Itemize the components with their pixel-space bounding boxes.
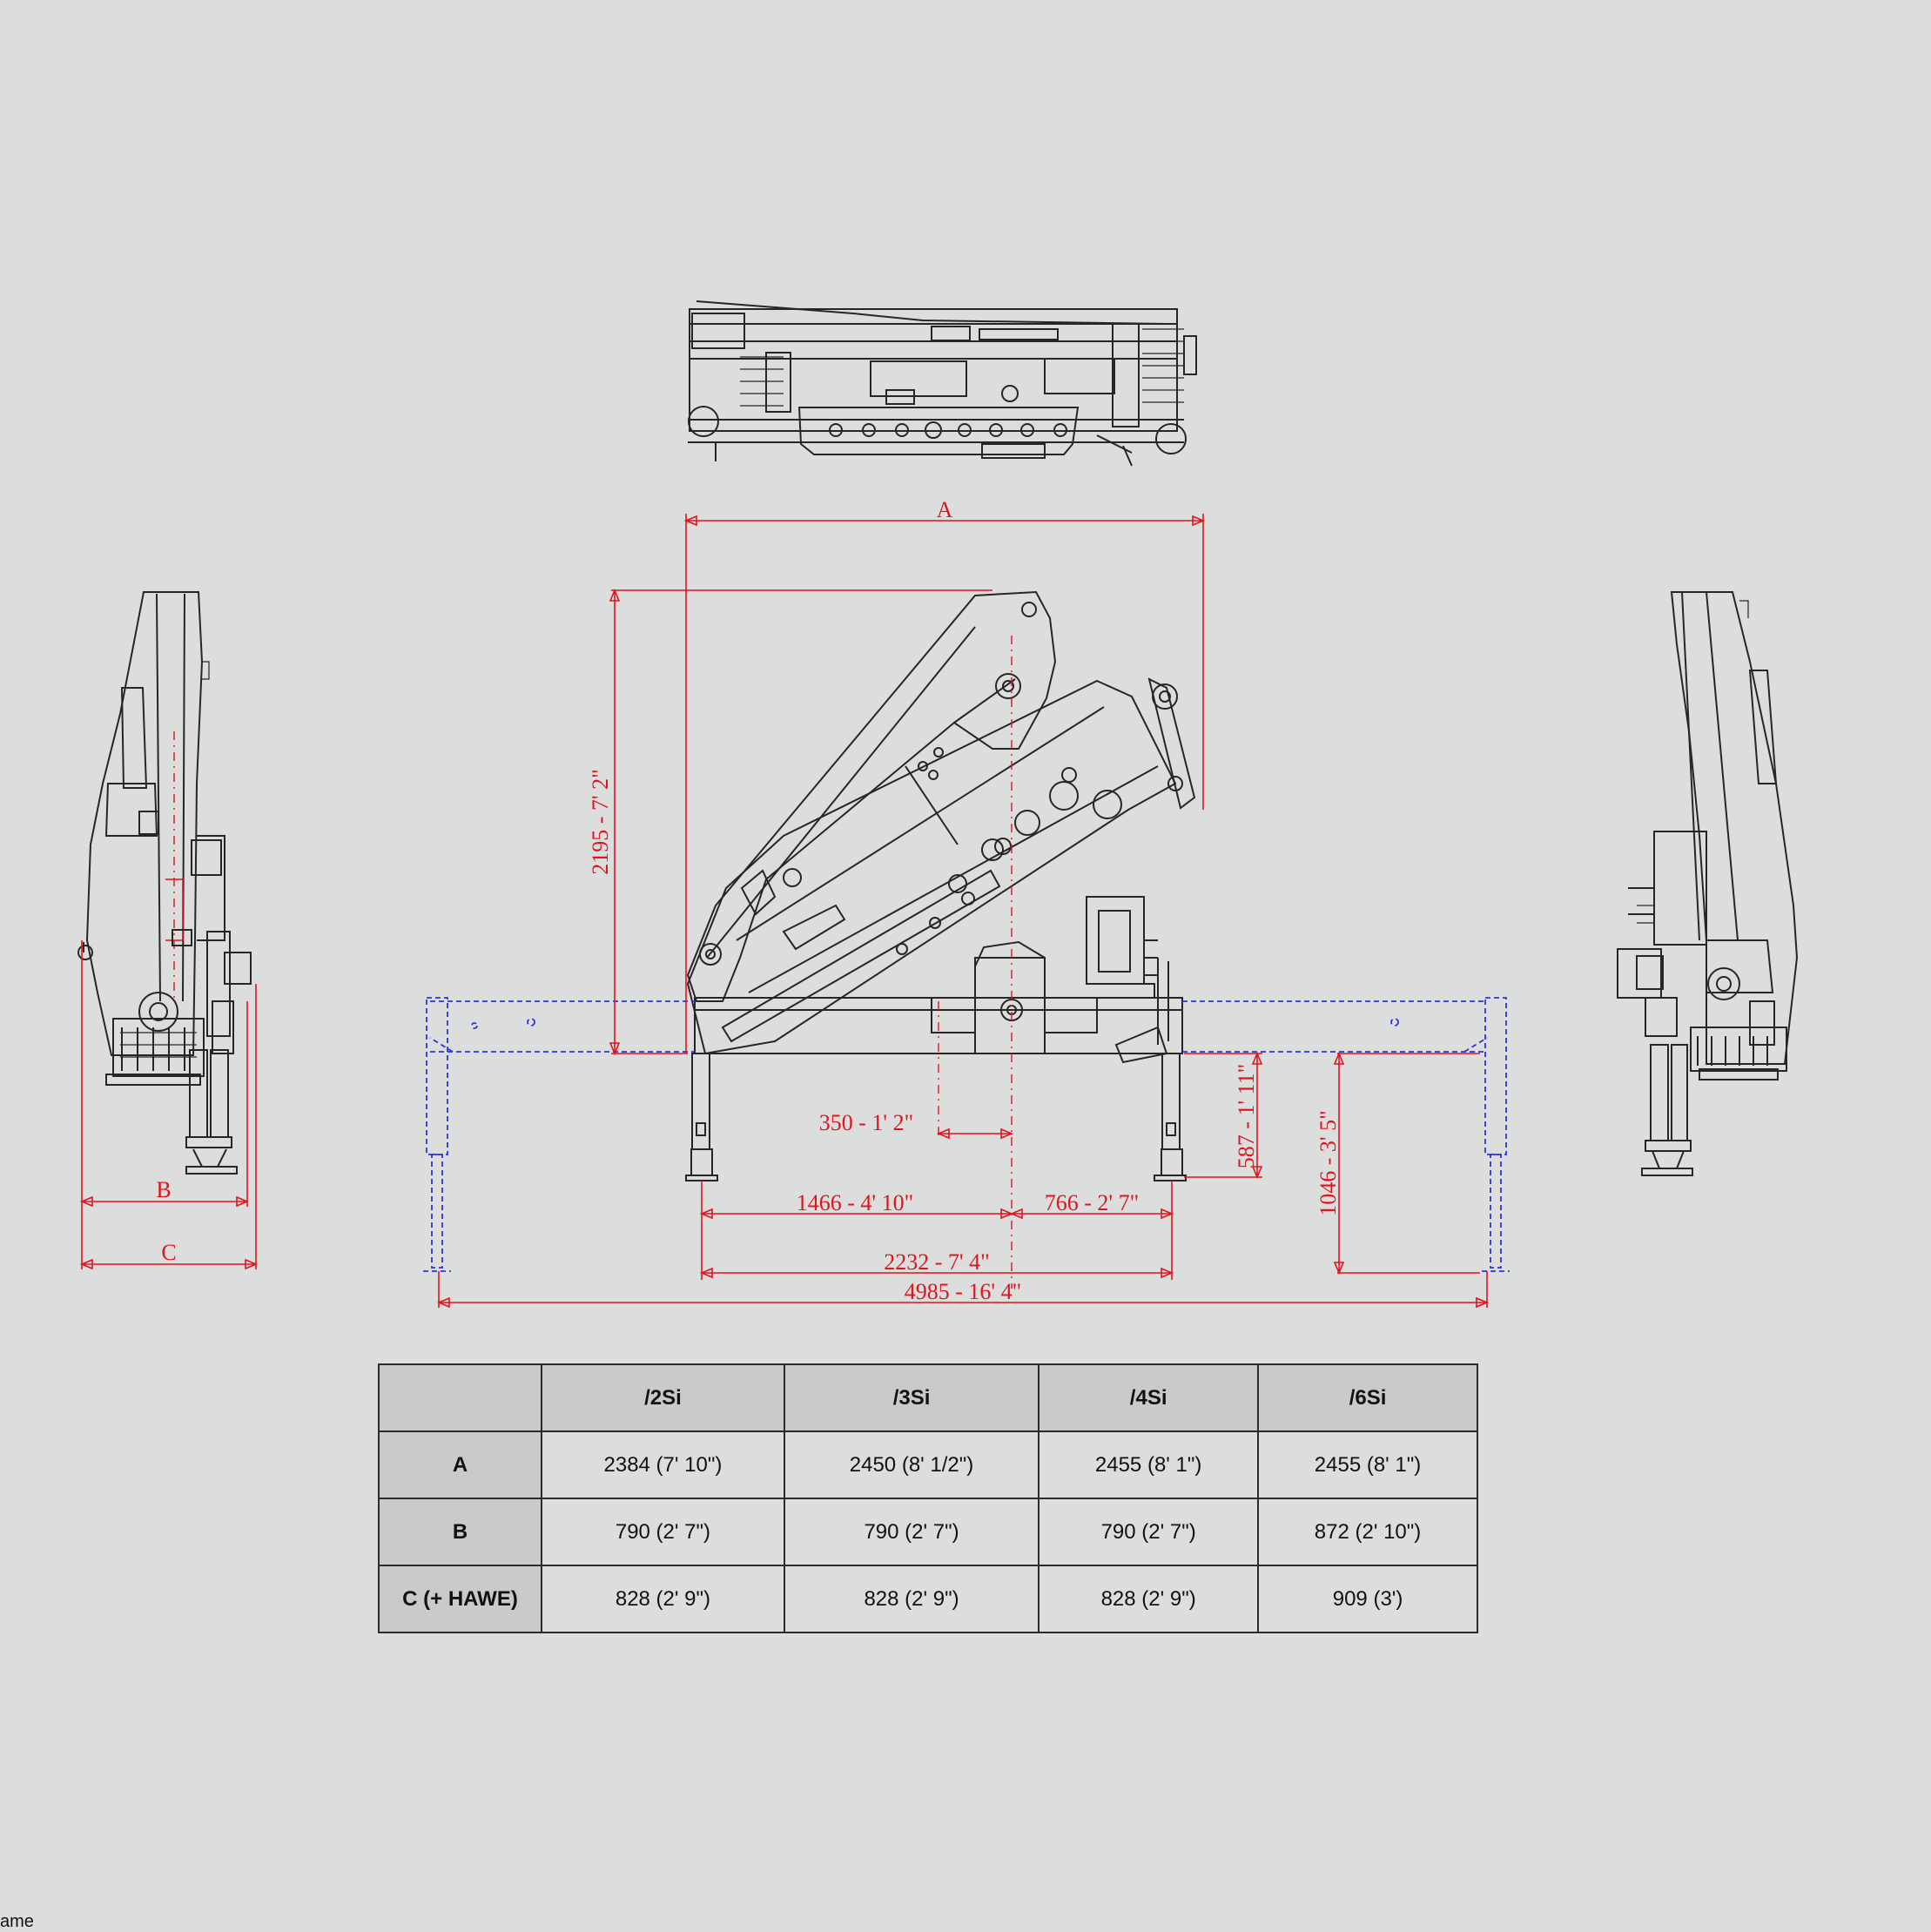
table-cell: 872 (2' 10") [1257,1498,1478,1566]
dimension-1046: 1046 - 3' 5" [1315,1051,1480,1276]
dimension-c: C [79,984,259,1270]
table-cell: 790 (2' 7") [541,1498,785,1566]
dimension-1046-label: 1046 - 3' 5" [1315,1110,1341,1215]
dimension-766: 766 - 2' 7" [1009,1181,1174,1280]
table-cell: 828 (2' 9") [1038,1565,1260,1633]
outrigger-extensions [423,997,1510,1272]
dimension-4985-label: 4985 - 16' 4" [905,1279,1021,1304]
dimension-2232-label: 2232 - 7' 4" [884,1249,989,1275]
dimension-350: 350 - 1' 2" [819,1110,1014,1140]
table-cell: 2455 (8' 1") [1038,1430,1260,1499]
dimension-c-label: C [161,1240,176,1265]
dimension-350-label: 350 - 1' 2" [819,1110,913,1135]
dimension-2232: 2232 - 7' 4" [699,1249,1174,1279]
table-row: B 790 (2' 7") 790 (2' 7") 790 (2' 7") 87… [378,1498,1478,1566]
footer-text-fragment: ame [0,1912,34,1931]
dimension-a-label: A [937,497,953,522]
table-header-row: /2Si /3Si /4Si /6Si [378,1363,1478,1432]
dimension-587-label: 587 - 1' 11" [1234,1064,1259,1169]
table-row: A 2384 (7' 10") 2450 (8' 1/2") 2455 (8' … [378,1430,1478,1499]
row-label: C (+ HAWE) [378,1565,542,1633]
table-corner-cell [378,1363,542,1432]
table-cell: 2455 (8' 1") [1257,1430,1478,1499]
table-row: C (+ HAWE) 828 (2' 9") 828 (2' 9") 828 (… [378,1565,1478,1633]
dimension-1466: 1466 - 4' 10" [699,1181,1014,1280]
table-cell: 2384 (7' 10") [541,1430,785,1499]
dimension-b: B [79,940,250,1208]
left-side-view [77,591,252,1175]
dimensions-table: /2Si /3Si /4Si /6Si A 2384 (7' 10") 2450… [378,1363,1478,1633]
column-header: /3Si [783,1363,1040,1432]
dimension-4985: 4985 - 16' 4" [436,1271,1490,1309]
column-header: /6Si [1257,1363,1478,1432]
column-header: /4Si [1038,1363,1260,1432]
dimension-b-label: B [156,1177,171,1202]
table-cell: 790 (2' 7") [1038,1498,1260,1566]
table-cell: 790 (2' 7") [783,1498,1040,1566]
table-cell: 828 (2' 9") [541,1565,785,1633]
dimension-a: A [683,497,1206,1054]
dimension-height: 2195 - 7' 2" [588,588,992,1056]
top-view [688,300,1197,467]
dimension-766-label: 766 - 2' 7" [1045,1190,1139,1215]
row-label: B [378,1498,542,1566]
table-cell: 909 (3') [1257,1565,1478,1633]
table-cell: 2450 (8' 1/2") [783,1430,1040,1499]
dimension-height-label: 2195 - 7' 2" [588,769,613,874]
dimension-587: 587 - 1' 11" [1184,1051,1263,1180]
row-label: A [378,1430,542,1499]
front-view [685,590,1196,1181]
right-side-view [1617,591,1799,1176]
column-header: /2Si [541,1363,785,1432]
dimension-1466-label: 1466 - 4' 10" [797,1190,913,1215]
table-cell: 828 (2' 9") [783,1565,1040,1633]
